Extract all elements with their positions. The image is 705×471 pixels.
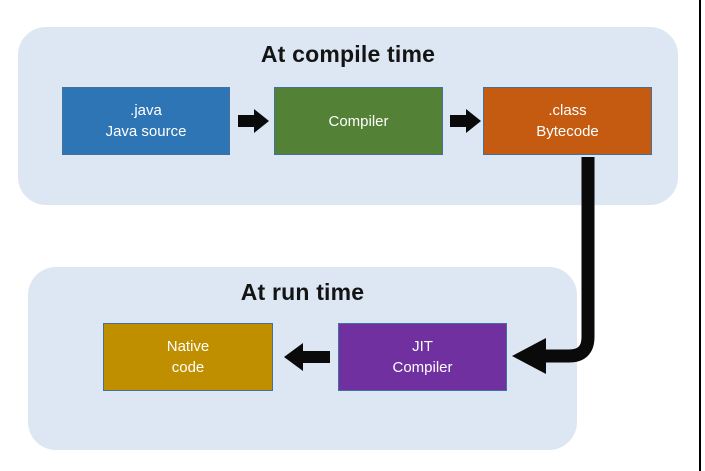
run-time-title: At run time [240, 279, 365, 305]
native-code-box: Native code [103, 323, 273, 391]
jit-compiler-label-line1: JIT [412, 338, 433, 355]
compile-time-title: At compile time [260, 41, 436, 67]
java-source-label-line2: Java source [105, 123, 187, 140]
java-source-label-line1: .java [130, 102, 162, 119]
native-code-label-line2: code [171, 359, 205, 376]
right-frame-line [699, 0, 701, 471]
class-bytecode-label-line2: Bytecode [536, 123, 599, 140]
jit-compiler-label-line2: Compiler [392, 359, 453, 376]
class-bytecode-label-line1: .class [548, 102, 587, 119]
native-code-label-line1: Native [166, 338, 210, 355]
java-source-box: .java Java source [62, 87, 230, 155]
jit-compiler-box: JIT Compiler [338, 323, 507, 391]
compiler-box: Compiler [274, 87, 443, 155]
class-bytecode-box: .class Bytecode [483, 87, 652, 155]
compiler-label: Compiler [328, 112, 389, 130]
